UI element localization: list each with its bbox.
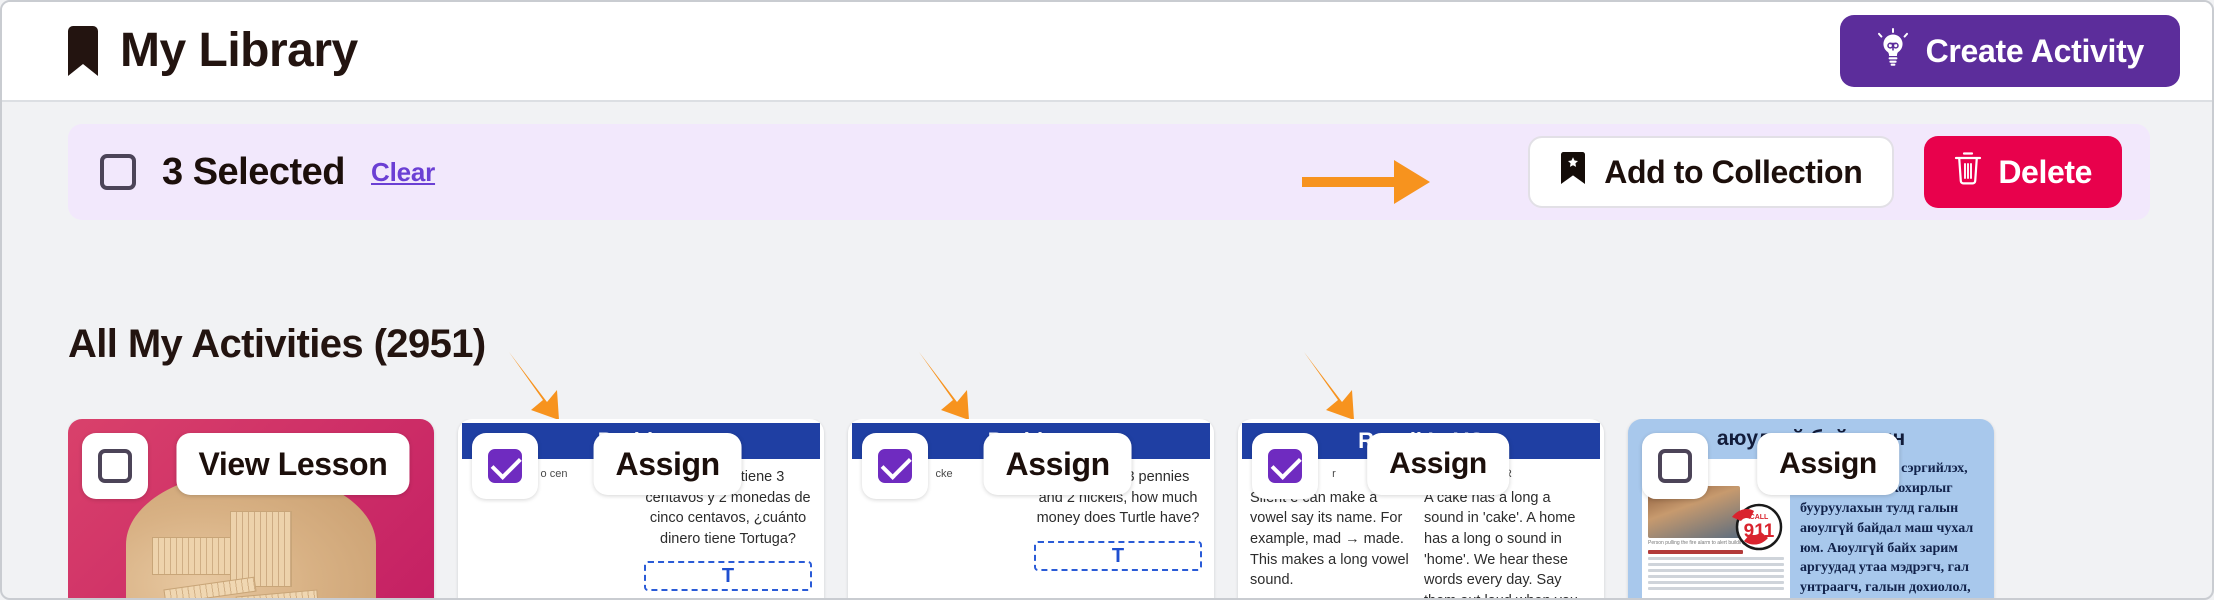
text-line [1648, 574, 1784, 578]
answer-slot[interactable]: T [644, 561, 812, 592]
doc-right-body: A cake has a long a sound in 'cake'. A h… [1424, 489, 1578, 598]
doc-column-left: o cen [470, 467, 638, 598]
card-4-checkbox[interactable] [1252, 433, 1318, 499]
doc-column-left: cke [860, 467, 1028, 598]
title-group: My Library [66, 25, 358, 77]
assign-button[interactable]: Assign [1367, 433, 1509, 495]
card-2-checkbox[interactable] [472, 433, 538, 499]
activity-card-recall-it[interactable]: Recall It: VC r Silent e can make a vowe… [1238, 419, 1604, 598]
trash-icon [1954, 151, 1982, 193]
checkbox-box [1658, 449, 1692, 483]
bookmark-icon [66, 25, 100, 77]
trash-icon-svg [1955, 152, 1982, 185]
call-911-badge-icon: CALL 911 [1732, 503, 1783, 551]
view-lesson-button[interactable]: View Lesson [176, 433, 410, 495]
delete-button[interactable]: Delete [1924, 136, 2122, 208]
text-line [1648, 562, 1784, 566]
photo-caption: Person pulling the fire alarm to alert b… [1648, 540, 1768, 546]
delete-label: Delete [1998, 153, 2092, 190]
selection-actions: Add to Collection Delete [1528, 136, 2122, 208]
clear-selection-link[interactable]: Clear [371, 156, 436, 187]
section-title: All My Activities (2951) [68, 322, 486, 366]
checkbox-box [98, 449, 132, 483]
add-to-collection-label: Add to Collection [1604, 153, 1863, 190]
card-3-checkbox[interactable] [862, 433, 928, 499]
text-line [1648, 568, 1784, 572]
base-ten-block [230, 511, 292, 587]
assign-button[interactable]: Assign [983, 433, 1132, 495]
arrow-card-3 [1304, 352, 1354, 420]
call-label: CALL [1750, 514, 1769, 521]
activity-card-worksheet-en[interactable]: Problem cke If Turtle has 3 pennies and … [848, 419, 1214, 598]
card-1-checkbox[interactable] [82, 433, 148, 499]
bookmark-star-icon-svg [1561, 152, 1586, 184]
page-title: My Library [120, 24, 358, 77]
selection-bar: 3 Selected Clear Add to Collection [68, 124, 2150, 220]
card-5-checkbox[interactable] [1642, 433, 1708, 499]
text-line [1648, 549, 1744, 554]
create-activity-button[interactable]: Create Activity [1839, 15, 2180, 87]
arrow-card-2 [919, 352, 969, 420]
arrow-card-1 [509, 352, 559, 420]
activity-card-worksheet-es[interactable]: Problem o cen Si Tortuga tiene 3 centavo… [458, 419, 824, 598]
selection-info: 3 Selected Clear [100, 151, 435, 194]
lesson-thumbnail [126, 471, 376, 598]
checkbox-box [488, 449, 522, 483]
assign-button[interactable]: Assign [1757, 433, 1899, 495]
doc-left-body: Silent e can make a vowel say its name. … [1250, 489, 1409, 589]
doc-column-right: R A cake has a long a sound in 'cake'. A… [1424, 467, 1592, 598]
doc-tiny-text: r [1332, 468, 1336, 480]
doc-tiny-text: cke [935, 468, 953, 480]
checkbox-box [1268, 449, 1302, 483]
answer-slot[interactable]: T [1034, 540, 1202, 571]
text-lines [1648, 549, 1784, 590]
selected-count-label: 3 Selected [162, 150, 346, 193]
text-line [1648, 580, 1784, 584]
bookmark-icon-svg [68, 26, 98, 76]
create-activity-label: Create Activity [1925, 32, 2145, 69]
checkbox-box [878, 449, 912, 483]
activity-card-mongolian[interactable]: аюулгүй байдлын Safety Person pulling th… [1628, 419, 1994, 598]
lightbulb-icon [1876, 28, 1910, 74]
text-line [1648, 586, 1784, 590]
base-ten-block [152, 537, 234, 575]
page-header: My Library Create Activity [2, 2, 2212, 102]
assign-button[interactable]: Assign [593, 433, 742, 495]
select-all-checkbox[interactable] [100, 154, 136, 190]
add-to-collection-button[interactable]: Add to Collection [1528, 136, 1895, 208]
activity-card-lesson[interactable]: Add and Subtract View Lesson [68, 419, 434, 598]
doc-tiny-text: o cen [540, 468, 568, 480]
text-line [1648, 556, 1784, 560]
bookmark-star-icon [1560, 151, 1586, 193]
activity-card-grid: Add and Subtract View Lesson Problem o c… [68, 419, 2158, 598]
lightbulb-icon-svg [1877, 28, 1908, 66]
